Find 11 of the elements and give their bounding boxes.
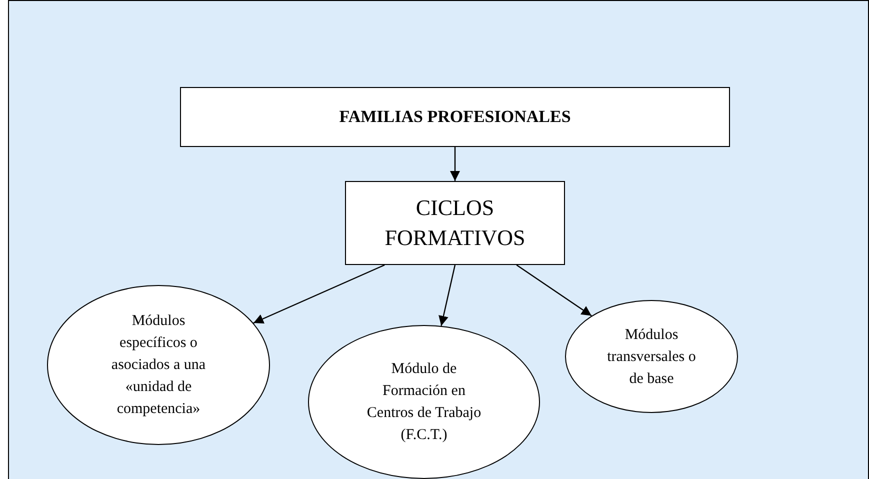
node-label: Módulos específicos o asociados a una «unidad de competencia» — [110, 312, 207, 419]
process-box — [345, 181, 565, 265]
arrow — [253, 264, 385, 324]
node-label: Módulos transversales o de base — [606, 326, 697, 388]
arrow — [438, 264, 456, 326]
node-label: Módulo de Formación en Centros de Trabajo (F.C.T.) — [366, 360, 482, 445]
arrow — [516, 264, 592, 316]
node-label: CICLOS FORMATIVOS — [384, 194, 526, 252]
arrow — [450, 147, 460, 181]
node-label: FAMILIAS PROFESIONALES — [339, 106, 571, 128]
process-box — [180, 87, 730, 147]
